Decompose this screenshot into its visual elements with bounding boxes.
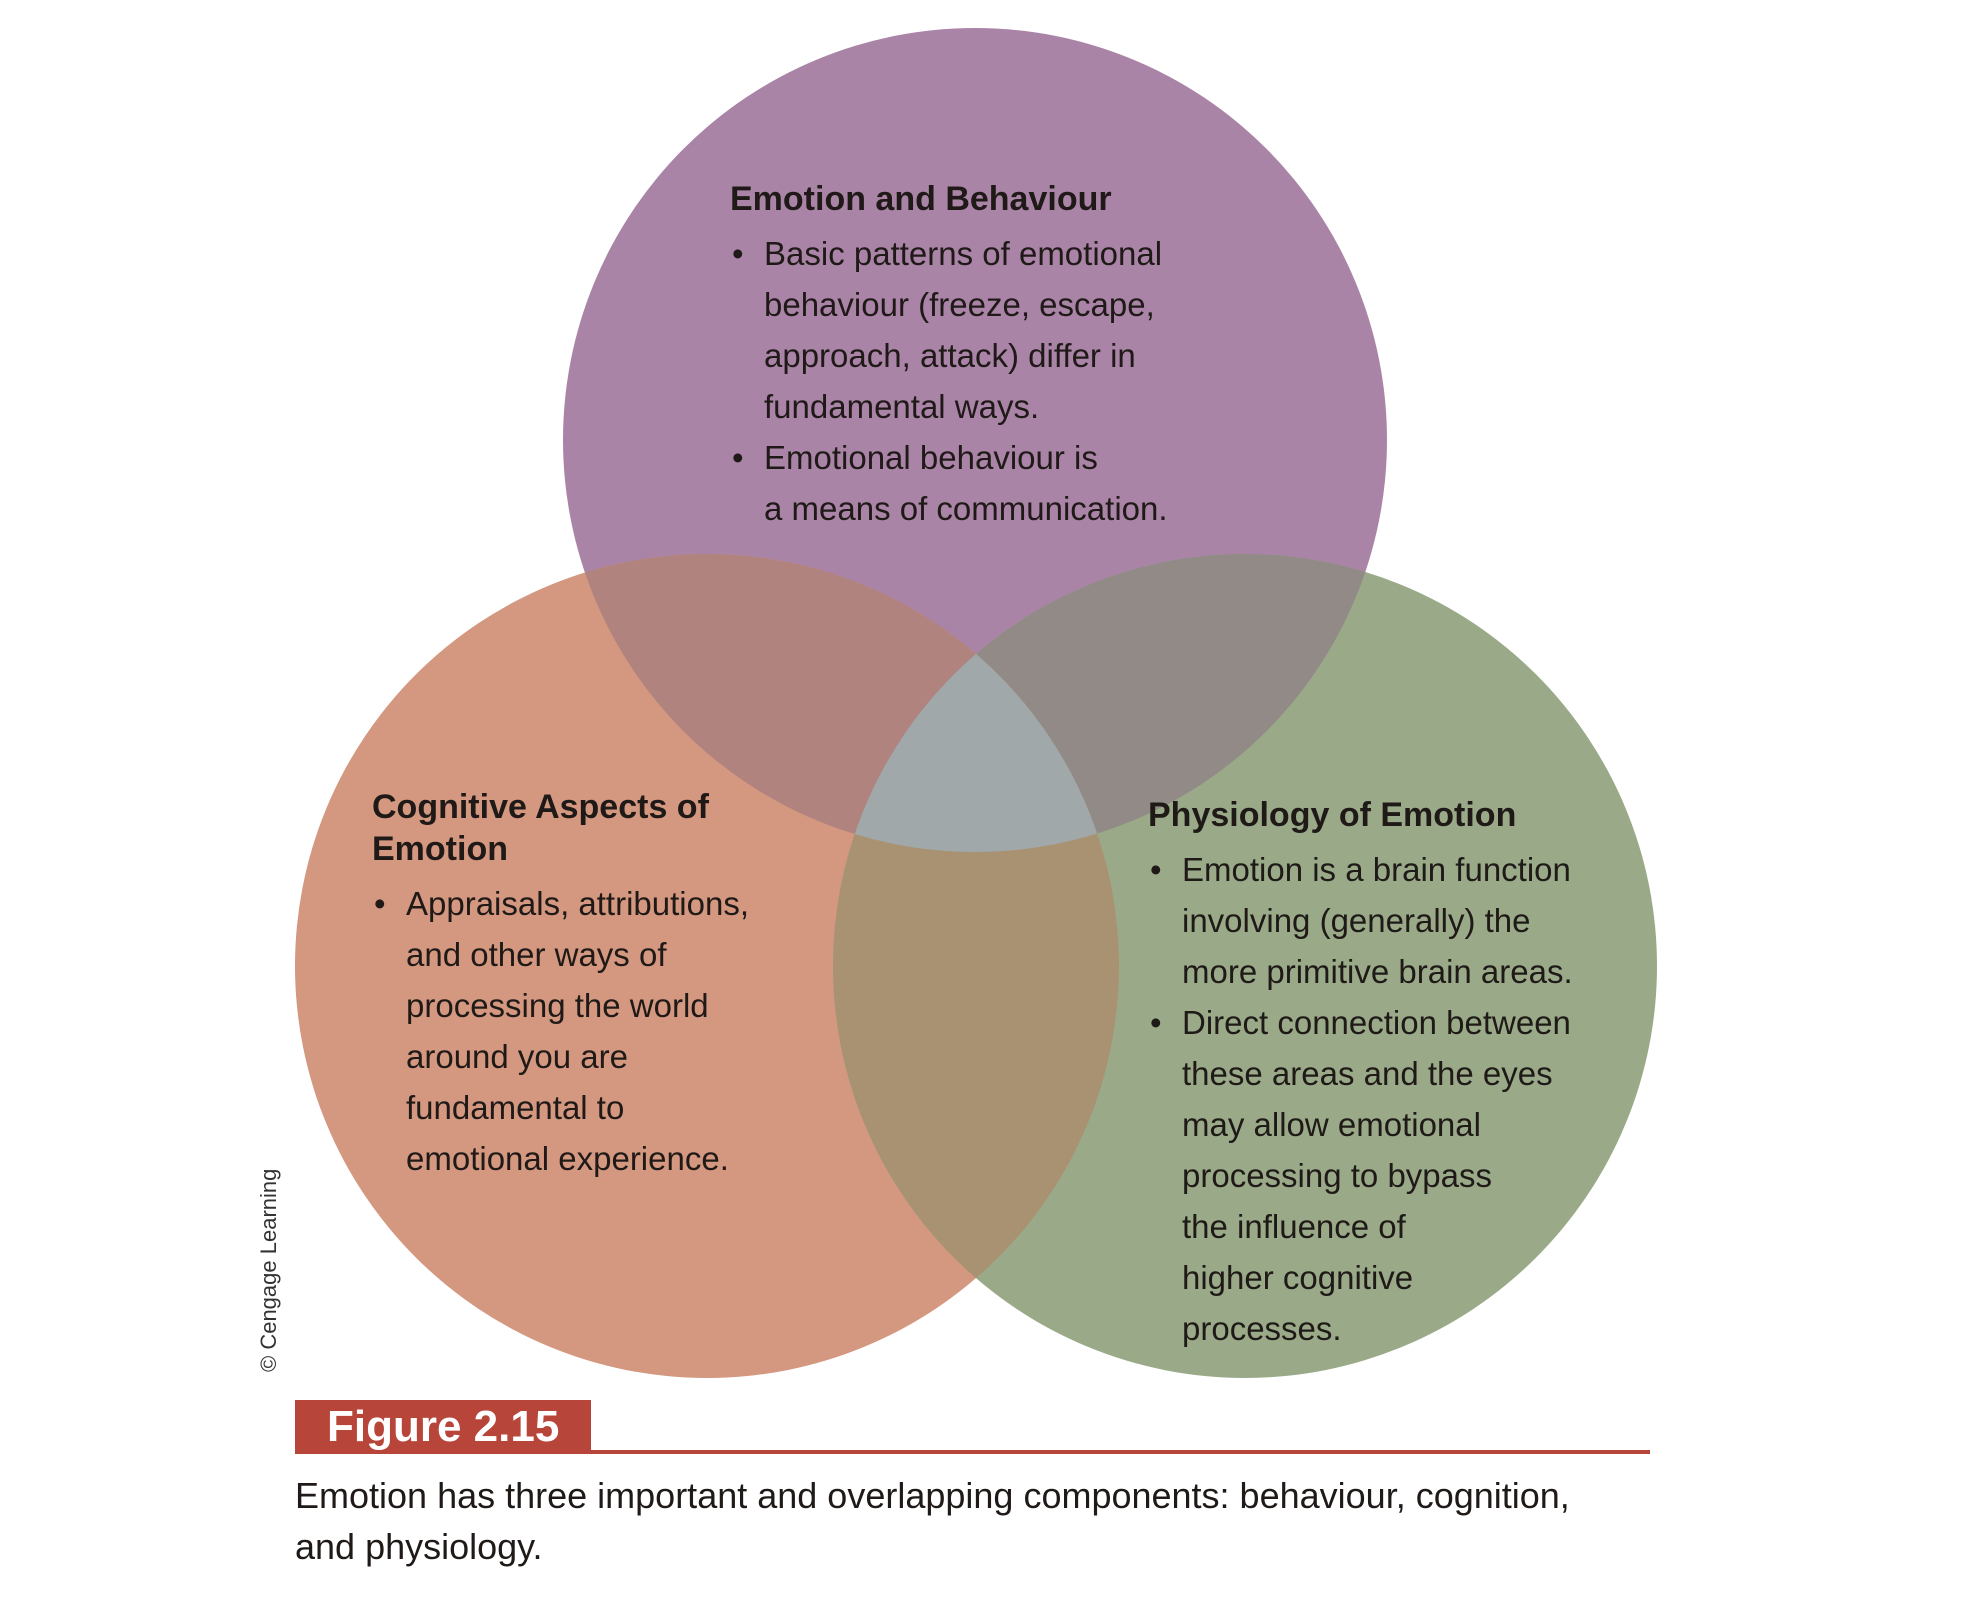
copyright-credit: © Cengage Learning bbox=[256, 1168, 281, 1372]
behaviour-bullet: Basic patterns of emotional behaviour (f… bbox=[730, 228, 1370, 432]
cognitive-text-block: Cognitive Aspects of Emotion Appraisals,… bbox=[372, 786, 812, 1184]
physiology-bullet-list: Emotion is a brain function involving (g… bbox=[1148, 844, 1648, 1354]
figure-label: Figure 2.15 bbox=[295, 1400, 592, 1454]
figure-divider bbox=[295, 1450, 1650, 1454]
cognitive-bullet: Appraisals, attributions, and other ways… bbox=[372, 878, 812, 1184]
behaviour-bullet-list: Basic patterns of emotional behaviour (f… bbox=[730, 228, 1370, 534]
cognitive-bullet-list: Appraisals, attributions, and other ways… bbox=[372, 878, 812, 1184]
physiology-bullet: Emotion is a brain function involving (g… bbox=[1148, 844, 1648, 997]
physiology-text-block: Physiology of Emotion Emotion is a brain… bbox=[1148, 794, 1648, 1354]
behaviour-bullet: Emotional behaviour is a means of commun… bbox=[730, 432, 1370, 534]
behaviour-text-block: Emotion and Behaviour Basic patterns of … bbox=[730, 178, 1370, 534]
center-overlap bbox=[833, 554, 1119, 852]
behaviour-title: Emotion and Behaviour bbox=[730, 180, 1112, 218]
cognitive-title: Cognitive Aspects of Emotion bbox=[372, 788, 709, 868]
physiology-title: Physiology of Emotion bbox=[1148, 796, 1517, 834]
figure-caption: Emotion has three important and overlapp… bbox=[295, 1475, 1570, 1567]
physiology-bullet: Direct connection between these areas an… bbox=[1148, 997, 1648, 1354]
